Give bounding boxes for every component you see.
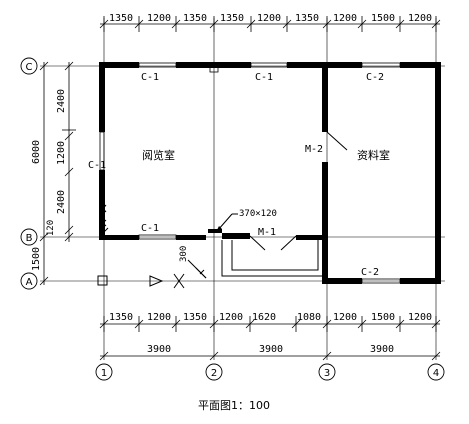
window-c2-bottom: C-2 bbox=[361, 267, 379, 278]
top-dim-6: 1350 bbox=[295, 13, 319, 24]
left-dim-1: 2400 bbox=[56, 89, 67, 113]
wall-size-leader bbox=[216, 213, 238, 232]
top-dim-4: 1350 bbox=[220, 13, 244, 24]
bottom-dim-5: 1620 bbox=[252, 312, 276, 323]
bottom-dim-4: 1200 bbox=[219, 312, 243, 323]
axis-dim-1: 3900 bbox=[147, 344, 171, 355]
axis-bubble-1: 1 bbox=[95, 363, 113, 381]
top-dim-5: 1200 bbox=[257, 13, 281, 24]
doors bbox=[249, 131, 348, 251]
svg-text:C: C bbox=[26, 62, 33, 73]
window-c1-top-mid: C-1 bbox=[255, 72, 273, 83]
top-dim-7: 1200 bbox=[333, 13, 357, 24]
bottom-dim-2: 1200 bbox=[147, 312, 171, 323]
labels: C-1 C-1 C-2 C-1 C-1 C-2 M-2 M-1 阅览室 资料室 … bbox=[88, 72, 390, 278]
window-c1-top-left: C-1 bbox=[141, 72, 159, 83]
axis-bubble-4: 4 bbox=[427, 363, 445, 381]
axis-bubble-a: A bbox=[20, 272, 38, 290]
left-total-dim: 6000 bbox=[31, 140, 42, 164]
axis-bubble-b: B bbox=[20, 228, 38, 246]
left-lower-dim: 1500 bbox=[31, 247, 42, 271]
top-dim-2: 1200 bbox=[147, 13, 171, 24]
top-dimension-chain: 1350 1200 1350 1350 1200 1350 1200 1500 … bbox=[99, 13, 441, 32]
svg-text:4: 4 bbox=[433, 368, 439, 379]
window-c1-left: C-1 bbox=[88, 160, 106, 171]
wall-size-label: 370×120 bbox=[239, 209, 277, 219]
axis-bubble-3: 3 bbox=[318, 363, 336, 381]
arrow-marker bbox=[149, 275, 164, 287]
bottom-detail-dimension-chain: 1350 1200 1350 1200 1620 1080 1200 1500 … bbox=[99, 312, 441, 332]
top-dim-3: 1350 bbox=[183, 13, 207, 24]
axis-dim-2: 3900 bbox=[259, 344, 283, 355]
bottom-dim-8: 1500 bbox=[371, 312, 395, 323]
svg-text:3: 3 bbox=[324, 368, 330, 379]
left-dim-4: 120 bbox=[46, 220, 56, 236]
axis-dim-3: 3900 bbox=[370, 344, 394, 355]
bottom-dim-7: 1200 bbox=[333, 312, 357, 323]
plan-title: 平面图1：100 bbox=[198, 399, 270, 412]
column-square bbox=[97, 275, 108, 286]
bottom-dim-3: 1350 bbox=[183, 312, 207, 323]
bottom-dim-1: 1350 bbox=[109, 312, 133, 323]
bottom-dim-6: 1080 bbox=[297, 312, 321, 323]
door-m1-label: M-1 bbox=[258, 227, 276, 238]
door-m2-label: M-2 bbox=[305, 144, 323, 155]
top-dim-8: 1500 bbox=[371, 13, 395, 24]
axis-bubbles: 1 2 3 4 C B A bbox=[20, 57, 445, 381]
bottom-axis-dimension-chain: 3900 3900 3900 bbox=[99, 344, 441, 361]
svg-text:A: A bbox=[26, 277, 33, 288]
svg-text:B: B bbox=[26, 233, 33, 244]
axis-bubble-2: 2 bbox=[205, 363, 223, 381]
axis-bubble-c: C bbox=[20, 57, 38, 75]
window-c2-top-right: C-2 bbox=[366, 72, 384, 83]
step-dim-label: 300 bbox=[179, 246, 189, 262]
bottom-dim-9: 1200 bbox=[408, 312, 432, 323]
room-reading-label: 阅览室 bbox=[142, 148, 175, 162]
window-c1-bottom: C-1 bbox=[141, 223, 159, 234]
walls bbox=[99, 62, 441, 284]
left-dim-2: 1200 bbox=[56, 141, 67, 165]
porch bbox=[97, 204, 322, 289]
left-dimension-chain: 2400 1200 2400 120 6000 1500 bbox=[31, 61, 76, 286]
room-archive-label: 资料室 bbox=[357, 148, 390, 162]
top-dim-1: 1350 bbox=[109, 13, 133, 24]
windows bbox=[99, 62, 401, 284]
svg-text:2: 2 bbox=[211, 368, 217, 379]
top-dim-9: 1200 bbox=[408, 13, 432, 24]
svg-text:1: 1 bbox=[101, 368, 107, 379]
left-dim-3: 2400 bbox=[56, 190, 67, 214]
